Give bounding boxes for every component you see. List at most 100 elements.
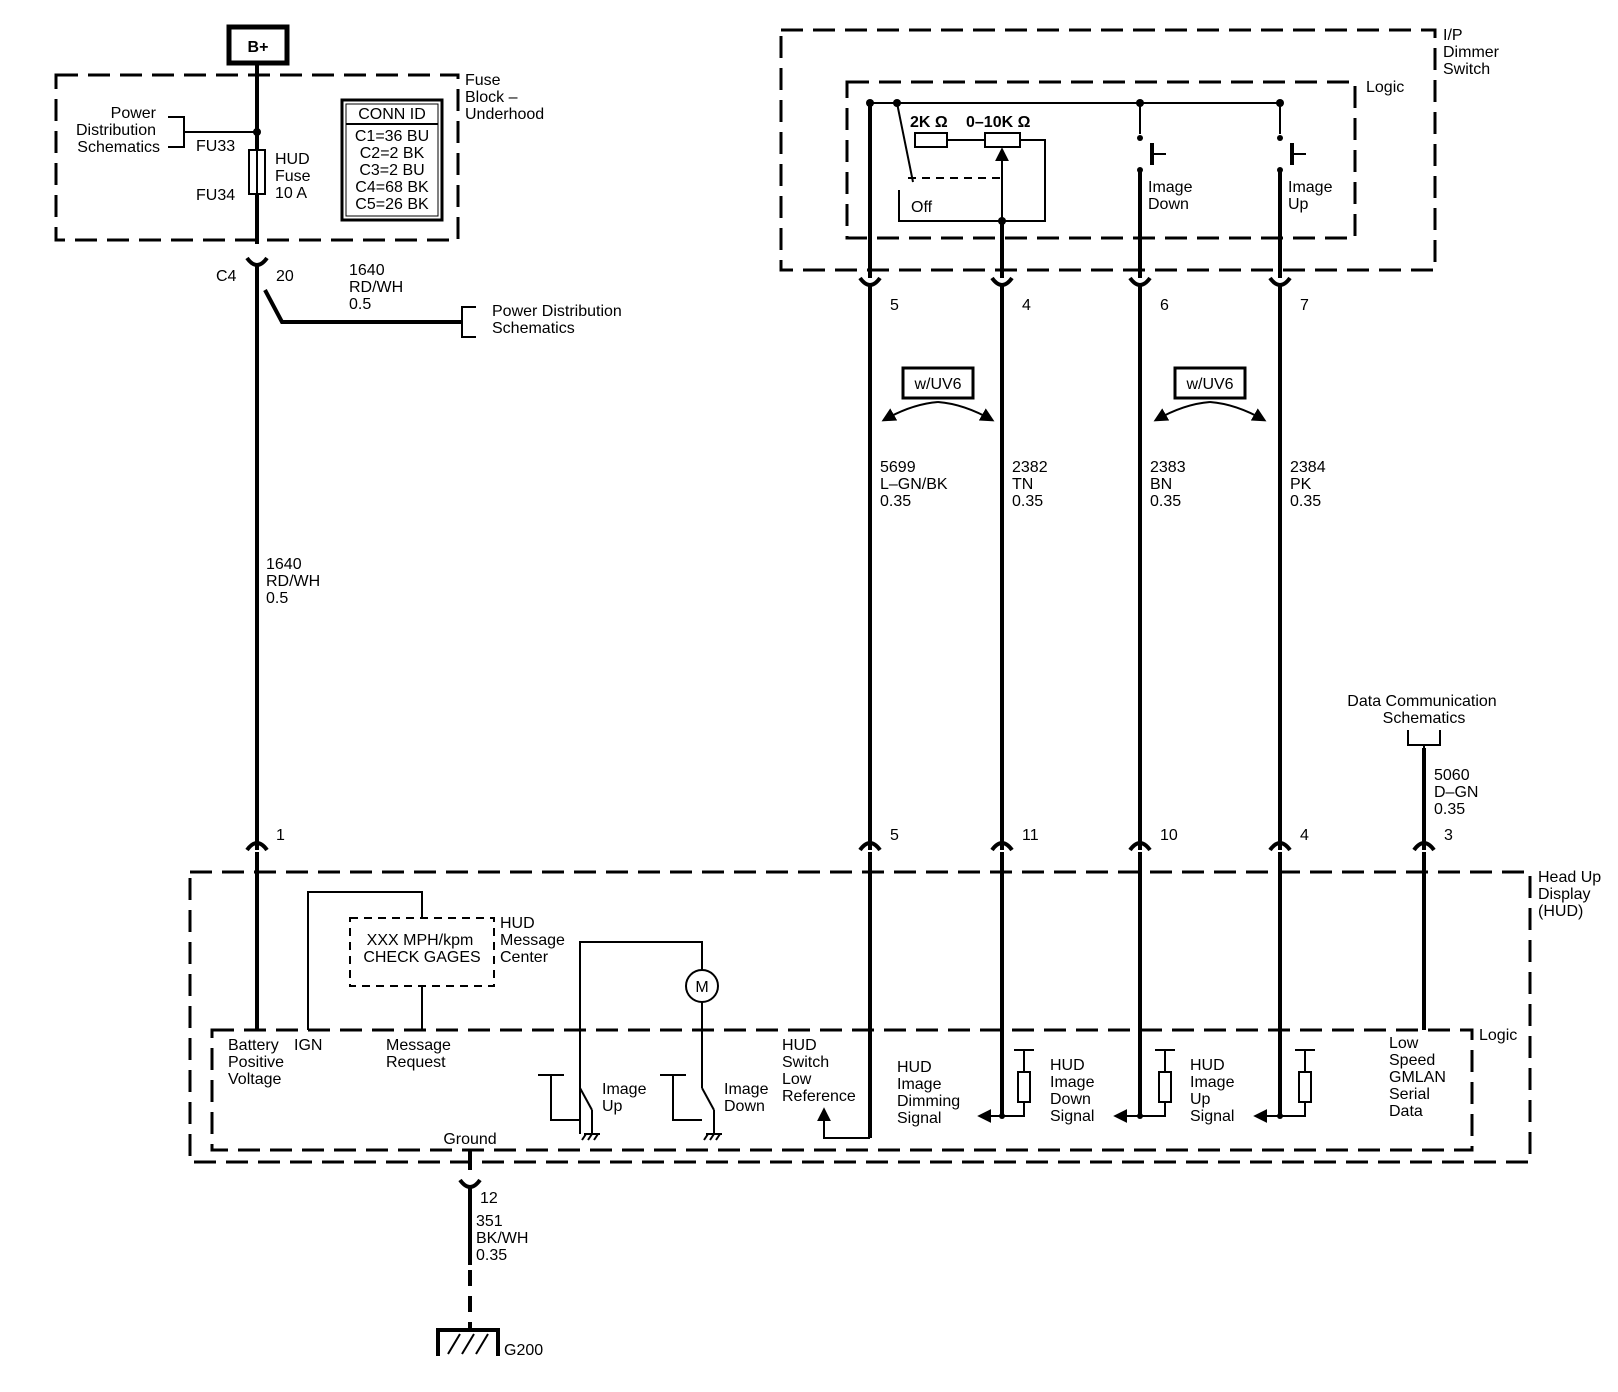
option-badge-uv6-right: w/UV6 bbox=[1153, 366, 1267, 422]
fu33-label: FU33 bbox=[196, 138, 235, 155]
conn-id-row: C5=26 BK bbox=[355, 196, 429, 213]
hud-image-down-switch[interactable] bbox=[660, 1074, 722, 1141]
conn-id-row: C2=2 BK bbox=[360, 145, 425, 162]
c4-pin-label: 20 bbox=[276, 268, 294, 285]
battery-label: B+ bbox=[248, 39, 269, 56]
dimmer-pin-connector bbox=[990, 276, 1014, 287]
power-dist-branch-ref[interactable]: Power Distribution Schematics bbox=[492, 303, 626, 337]
dimming-pullup bbox=[977, 1049, 1034, 1123]
dimmer-pin-label: 5 bbox=[890, 297, 899, 314]
conn-id-row: C1=36 BU bbox=[355, 128, 429, 145]
ground-wire-label: 351 BK/WH 0.35 bbox=[476, 1213, 532, 1264]
power-dist-bracket bbox=[168, 116, 257, 148]
hud-pin-label: 3 bbox=[1444, 827, 1453, 844]
up-signal-pullup bbox=[1253, 1049, 1315, 1123]
motor-supply-wire bbox=[579, 941, 703, 1134]
conn-id-row: C3=2 BU bbox=[359, 162, 424, 179]
hud-pin-connector bbox=[1268, 841, 1292, 852]
dimmer-pin-connector bbox=[858, 276, 882, 287]
hud-pin-label: 1 bbox=[276, 827, 285, 844]
resistor-2k bbox=[914, 132, 948, 148]
off-label: Off bbox=[911, 199, 933, 216]
hud-logic-label: Logic bbox=[1479, 1027, 1517, 1044]
data-comm-ref[interactable]: Data Communication Schematics bbox=[1347, 693, 1500, 727]
wire-2384-label: 2384 PK 0.35 bbox=[1290, 459, 1330, 510]
hud-image-up-switch[interactable] bbox=[538, 1074, 600, 1141]
hud-pin-connector bbox=[1128, 841, 1152, 852]
svg-text:w/UV6: w/UV6 bbox=[1185, 376, 1233, 393]
conn-id-table: CONN ID C1=36 BU C2=2 BK C3=2 BU C4=68 B… bbox=[340, 98, 444, 222]
power-dist-branch-bracket bbox=[461, 306, 476, 338]
hud-pin-label: 10 bbox=[1160, 827, 1178, 844]
low-ref-label: HUD Switch Low Reference bbox=[782, 1037, 856, 1105]
wire-2382-label: 2382 TN 0.35 bbox=[1012, 459, 1052, 510]
dimmer-pin-label: 7 bbox=[1300, 297, 1309, 314]
dimming-signal-label: HUD Image Dimming Signal bbox=[897, 1059, 964, 1127]
up-signal-label: HUD Image Up Signal bbox=[1190, 1057, 1238, 1125]
hud-title: Head Up Display (HUD) bbox=[1538, 869, 1605, 920]
dimmer-pin-connector bbox=[1268, 276, 1292, 287]
conn-id-row: C4=68 BK bbox=[355, 179, 429, 196]
hud-pin-label: 4 bbox=[1300, 827, 1309, 844]
hud-image-down-label: Image Down bbox=[724, 1081, 772, 1115]
hud-pin-label: 5 bbox=[890, 827, 899, 844]
hud-fuse-symbol bbox=[248, 149, 266, 195]
hud-image-up-label: Image Up bbox=[602, 1081, 650, 1115]
ground-g200-symbol bbox=[436, 1328, 500, 1356]
dimmer-logic-label: Logic bbox=[1366, 79, 1404, 96]
wire-5060-label: 5060 D–GN 0.35 bbox=[1434, 767, 1482, 818]
svg-text:w/UV6: w/UV6 bbox=[913, 376, 961, 393]
ign-wire bbox=[307, 891, 423, 1030]
off-switch-blade[interactable] bbox=[896, 102, 914, 183]
hud-pin-connector bbox=[990, 841, 1014, 852]
hud-pin-connector bbox=[245, 841, 269, 852]
ground-label: Ground bbox=[443, 1131, 496, 1148]
hud-pin-connector bbox=[858, 841, 882, 852]
variable-resistor-label: 0–10K Ω bbox=[966, 114, 1031, 131]
fuse-block-title: Fuse Block – Underhood bbox=[465, 72, 544, 123]
dimmer-image-down-switch[interactable] bbox=[1137, 103, 1166, 173]
dimmer-logic-outline bbox=[845, 80, 1357, 240]
hud-logic-outline bbox=[210, 1028, 1474, 1152]
ground-pin-label: 12 bbox=[480, 1190, 498, 1207]
fuse-block-power-dist-ref[interactable]: Power Distribution Schematics bbox=[76, 105, 160, 156]
motor-label: M bbox=[695, 979, 708, 996]
dimmer-image-up-switch[interactable] bbox=[1277, 103, 1306, 173]
splice-wire-label: 1640 RD/WH 0.5 bbox=[349, 262, 407, 313]
dimmer-pin-label: 4 bbox=[1022, 297, 1031, 314]
hud-outline bbox=[188, 870, 1532, 1164]
battery-wire-label: 1640 RD/WH 0.5 bbox=[266, 556, 324, 607]
dimmer-switch-title: I/P Dimmer Switch bbox=[1443, 27, 1503, 78]
ground-pin-connector bbox=[458, 1178, 482, 1189]
battery-voltage-label: Battery Positive Voltage bbox=[228, 1037, 288, 1088]
fu34-label: FU34 bbox=[196, 187, 235, 204]
conn-id-header: CONN ID bbox=[358, 106, 426, 123]
down-signal-label: HUD Image Down Signal bbox=[1050, 1057, 1098, 1125]
hud-fuse-label: HUD Fuse 10 A bbox=[275, 151, 315, 202]
message-center-label: HUD Message Center bbox=[500, 915, 569, 966]
option-badge-uv6-left: w/UV6 bbox=[881, 366, 995, 422]
dimmer-image-up-label: Image Up bbox=[1288, 179, 1336, 213]
message-request-label: Message Request bbox=[386, 1037, 455, 1071]
hud-pin-label: 11 bbox=[1022, 827, 1039, 844]
down-signal-pullup bbox=[1113, 1049, 1175, 1123]
gmlan-label: Low Speed GMLAN Serial Data bbox=[1389, 1035, 1450, 1120]
dimmer-loop-wire bbox=[898, 139, 1046, 222]
wire-5699-label: 5699 L–GN/BK 0.35 bbox=[880, 459, 952, 510]
dimmer-pin-connector bbox=[1128, 276, 1152, 287]
low-ref-arrow bbox=[817, 1107, 870, 1139]
g200-label: G200 bbox=[504, 1342, 543, 1359]
c4-connector-symbol bbox=[245, 256, 269, 267]
power-dist-branch-wire bbox=[263, 289, 462, 324]
dimmer-image-down-label: Image Down bbox=[1148, 179, 1196, 213]
battery-positive-terminal: B+ bbox=[226, 24, 290, 66]
dimmer-switch-outline bbox=[779, 28, 1437, 272]
message-center-text: XXX MPH/kpm CHECK GAGES bbox=[363, 932, 480, 966]
wire-2383-label: 2383 BN 0.35 bbox=[1150, 459, 1190, 510]
hud-pin-connector bbox=[1412, 841, 1436, 852]
c4-label: C4 bbox=[216, 268, 237, 285]
dimmer-pin-label: 6 bbox=[1160, 297, 1169, 314]
resistor-2k-label: 2K Ω bbox=[910, 114, 948, 131]
variable-resistor[interactable] bbox=[984, 132, 1021, 148]
